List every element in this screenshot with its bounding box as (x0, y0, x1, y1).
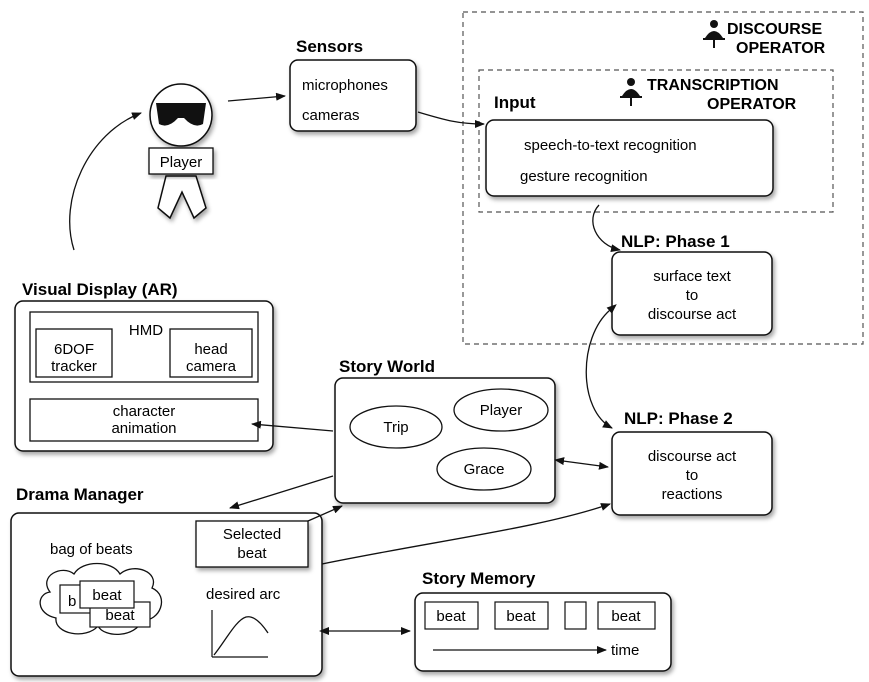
tracker-box (35, 328, 113, 378)
character-grace-label: Grace (464, 461, 505, 478)
discourse-operator-region: DISCOURSE OPERATOR (462, 11, 864, 345)
sensor-cameras: cameras (302, 107, 360, 124)
character-animation-line1: character (113, 403, 176, 420)
selected-beat-line2: beat (237, 545, 267, 562)
nlp-phase-1-line2: to (686, 287, 699, 304)
transcription-operator-region: TRANSCRIPTION OPERATOR (478, 69, 834, 213)
nlp-phase-2-line2: to (686, 467, 699, 484)
nlp-phase-2-block: NLP: Phase 2 discourse act to reactions (611, 409, 773, 516)
arrow-input-to-nlp1 (592, 204, 621, 253)
connectors (69, 92, 621, 635)
selected-beat-line1: Selected (223, 526, 281, 543)
input-title: Input (494, 93, 536, 112)
memory-beat-2-label: beat (506, 608, 536, 625)
story-world-title: Story World (339, 357, 435, 376)
sensor-microphones: microphones (302, 77, 388, 94)
bag-of-beats-label: bag of beats (50, 541, 133, 558)
nlp-phase-1-line3: discourse act (648, 306, 737, 323)
memory-beat-4-label: beat (611, 608, 641, 625)
nlp-phase-2-line3: reactions (662, 486, 723, 503)
sensors-title: Sensors (296, 37, 363, 56)
hmd-label: HMD (129, 322, 163, 339)
visual-display-block: Visual Display (AR) HMD 6DOF tracker hea… (14, 280, 274, 452)
transcription-operator-label-line2: OPERATOR (707, 96, 797, 113)
beat-card-bottom-label: beat (105, 607, 135, 624)
character-player-label: Player (480, 402, 523, 419)
time-label: time (611, 642, 639, 659)
arrow-storyworld-to-drama-manager (229, 475, 334, 510)
drama-manager-title: Drama Manager (16, 485, 144, 504)
arrow-drama-manager-to-nlp2 (321, 503, 611, 565)
arrow-storyworld-to-animation (251, 420, 334, 432)
story-memory-block: Story Memory beat beat beat time (414, 569, 672, 672)
arrow-selected-beat-to-storyworld (307, 505, 343, 522)
nlp-phase-2-line1: discourse act (648, 448, 737, 465)
head-camera-label-line2: camera (186, 358, 237, 375)
memory-beat-empty (564, 601, 587, 630)
nlp-phase-1-line1: surface text (653, 268, 731, 285)
arrow-display-to-player (69, 112, 142, 251)
player-label: Player (160, 154, 203, 171)
character-player (453, 388, 549, 432)
memory-beat-1 (424, 601, 479, 630)
arrow-nlp1-nlp2 (585, 304, 617, 429)
arrow-player-to-sensors (227, 92, 286, 102)
character-trip (349, 405, 443, 449)
desired-arc-plot (211, 610, 269, 658)
operator-person-icon (703, 20, 725, 48)
character-trip-label: Trip (383, 419, 408, 436)
memory-beat-1-label: beat (436, 608, 466, 625)
character-grace (436, 447, 532, 491)
player-figure: Player (148, 83, 214, 220)
operator-person-icon (620, 78, 642, 106)
character-animation-box (29, 398, 259, 442)
story-world-block: Story World Trip Player Grace (334, 357, 556, 504)
transcription-operator-label-line1: TRANSCRIPTION (647, 77, 779, 94)
beat-card-front-label: beat (92, 587, 122, 604)
beat-card-back-label: b (68, 593, 76, 610)
nlp-phase-2-title: NLP: Phase 2 (624, 409, 733, 428)
discourse-operator-label-line1: DISCOURSE (727, 21, 822, 38)
selected-beat-box (195, 520, 309, 568)
head-camera-box (169, 328, 253, 378)
input-gesture-recognition: gesture recognition (520, 168, 648, 185)
story-memory-title: Story Memory (422, 569, 536, 588)
input-block: Input speech-to-text recognition gesture… (485, 93, 774, 197)
visual-display-title: Visual Display (AR) (22, 280, 178, 299)
sensors-block: Sensors microphones cameras (289, 37, 417, 132)
arrow-storyworld-nlp2 (554, 457, 609, 470)
beat-card-front (79, 580, 135, 609)
tracker-label-line2: tracker (51, 358, 97, 375)
tracker-label-line1: 6DOF (54, 341, 94, 358)
head-camera-label-line1: head (194, 341, 227, 358)
desired-arc-label: desired arc (206, 586, 281, 603)
nlp-phase-1-title: NLP: Phase 1 (621, 232, 730, 251)
arrow-sensors-to-input (417, 111, 485, 128)
character-animation-line2: animation (111, 420, 176, 437)
memory-beat-2 (494, 601, 549, 630)
drama-manager-block: Drama Manager bag of beats b beat beat S… (10, 485, 323, 677)
discourse-operator-label-line2: OPERATOR (736, 40, 826, 57)
sunglasses-icon (156, 103, 206, 126)
input-speech-to-text: speech-to-text recognition (524, 137, 697, 154)
memory-beat-4 (597, 601, 656, 630)
nlp-phase-1-block: NLP: Phase 1 surface text to discourse a… (611, 232, 773, 336)
